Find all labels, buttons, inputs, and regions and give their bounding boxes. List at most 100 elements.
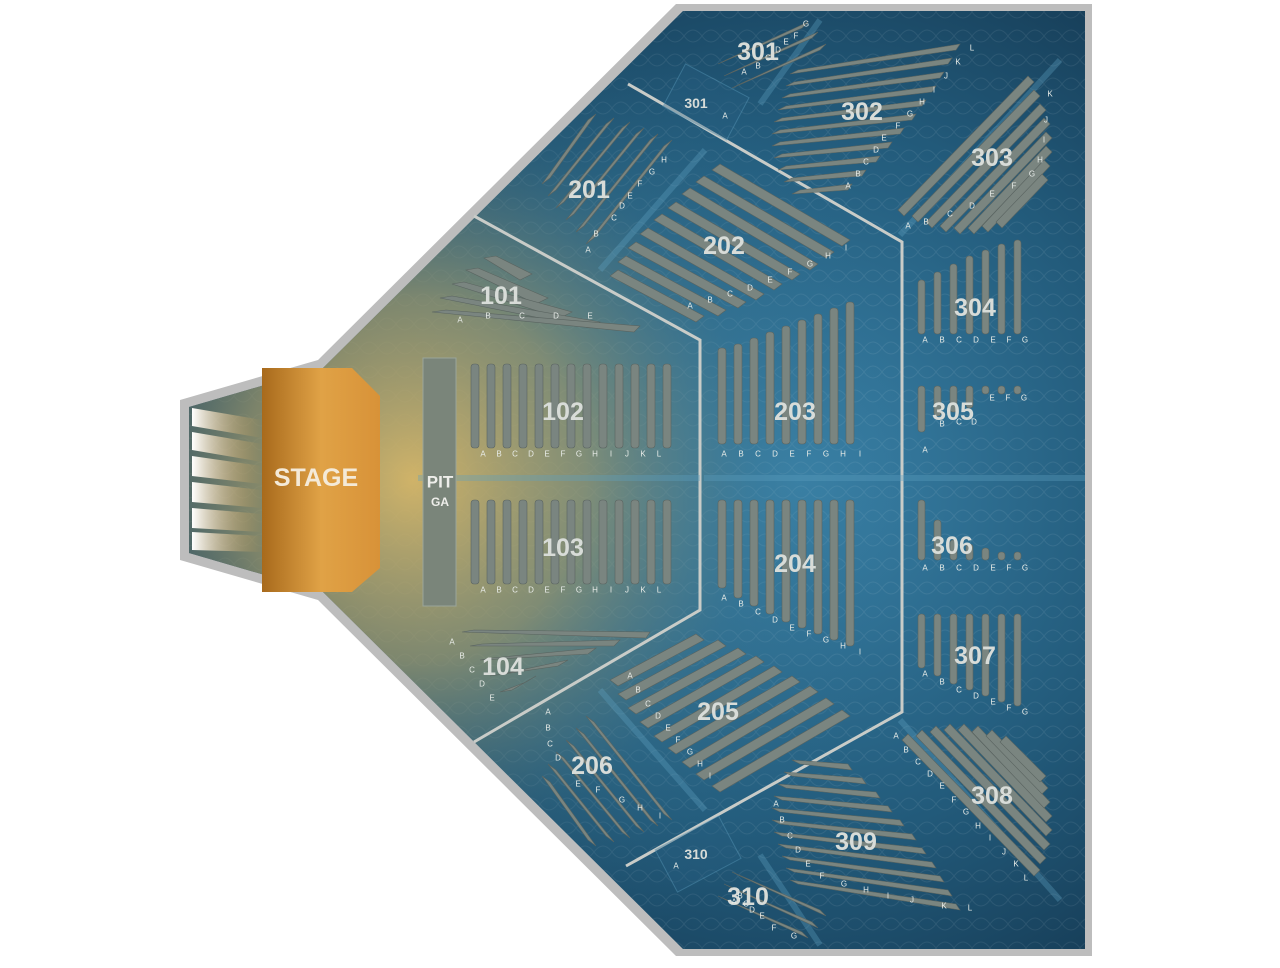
seat-rows-104 <box>461 629 651 693</box>
section-205[interactable]: 205 A B C D E F G H I <box>609 633 851 793</box>
svg-text:C: C <box>645 700 651 709</box>
section-104[interactable]: 104 A B C D E <box>449 629 651 703</box>
svg-text:E: E <box>489 694 494 703</box>
svg-text:F: F <box>638 180 643 189</box>
svg-text:L: L <box>970 44 975 53</box>
svg-text:E: E <box>805 860 810 869</box>
section-309[interactable]: 309 A B C D E F G H I J K L <box>771 759 973 913</box>
svg-text:A: A <box>480 450 486 459</box>
svg-text:E: E <box>665 724 670 733</box>
row-label: A <box>673 862 679 871</box>
section-301-box[interactable]: 301 A <box>662 63 750 141</box>
svg-text:B: B <box>939 336 944 345</box>
section-307[interactable]: 307 A B C D E F G <box>917 613 1028 717</box>
section-310-box[interactable]: 310 A <box>654 815 742 893</box>
svg-text:I: I <box>610 450 612 459</box>
svg-text:D: D <box>772 450 778 459</box>
svg-text:B: B <box>707 296 712 305</box>
svg-text:B: B <box>737 892 742 901</box>
svg-text:D: D <box>528 586 534 595</box>
svg-text:H: H <box>592 450 598 459</box>
stage-platform <box>262 368 380 592</box>
svg-text:F: F <box>676 736 681 745</box>
seat-rows-202 <box>609 163 851 323</box>
seat-rows-301 <box>717 21 827 89</box>
svg-text:C: C <box>512 450 518 459</box>
section-101[interactable]: 101 A B C D E <box>431 255 641 333</box>
svg-text:F: F <box>788 268 793 277</box>
pit-ga[interactable]: PIT GA <box>422 357 457 607</box>
row-labels-306: A B C D E F G <box>922 564 1028 573</box>
svg-text:A: A <box>922 336 928 345</box>
row-labels-203: A B C D E F G H I <box>721 450 861 459</box>
svg-text:B: B <box>485 312 490 321</box>
box-310 <box>654 815 742 893</box>
floor-glow <box>189 11 1085 949</box>
svg-text:C: C <box>947 210 953 219</box>
svg-text:E: E <box>587 312 592 321</box>
section-310[interactable]: 310 A B C D E F G <box>717 871 827 941</box>
svg-text:C: C <box>863 158 869 167</box>
svg-text:F: F <box>807 450 812 459</box>
svg-text:J: J <box>1002 848 1006 857</box>
seat-rows-308 <box>901 723 1053 877</box>
svg-text:A: A <box>741 68 747 77</box>
svg-text:E: E <box>759 912 764 921</box>
svg-text:C: C <box>547 740 553 749</box>
svg-text:I: I <box>659 812 661 821</box>
stage[interactable]: STAGE <box>262 368 380 592</box>
svg-text:J: J <box>910 896 914 905</box>
svg-text:H: H <box>919 98 925 107</box>
seat-rows-201 <box>541 113 673 245</box>
section-308[interactable]: 308 A B C D E F G H I J K L <box>893 723 1053 883</box>
section-204[interactable]: 204 A B C D E F G H I <box>717 499 861 657</box>
stage-lights <box>192 408 262 552</box>
row-labels-206: A B C D E F G H I <box>545 708 661 821</box>
svg-text:B: B <box>738 600 743 609</box>
seat-rows-103 <box>470 499 672 585</box>
section-305[interactable]: 305 A B C D E F G <box>917 385 1027 455</box>
section-304[interactable]: 304 A B C D E F G <box>917 239 1028 345</box>
section-202[interactable]: 202 A B C D E F G H I <box>609 163 851 323</box>
section-number: 310 <box>727 883 769 911</box>
section-102[interactable]: 102 A B C D E F G H I J K L <box>470 363 672 459</box>
row-labels-104: A B C D E <box>449 638 494 703</box>
svg-text:A: A <box>905 222 911 231</box>
section-206[interactable]: 206 A B C D E F G H I <box>541 708 673 847</box>
stage-label: STAGE <box>274 464 358 492</box>
section-201[interactable]: 201 A B C D E F G H <box>541 113 673 255</box>
svg-text:B: B <box>939 420 944 429</box>
section-number: 303 <box>971 144 1013 172</box>
svg-text:C: C <box>743 900 749 909</box>
svg-text:G: G <box>576 450 582 459</box>
section-301[interactable]: 301 A B C D E F G <box>717 20 827 89</box>
svg-text:D: D <box>873 146 879 155</box>
section-203[interactable]: 203 A B C D E F G H I <box>717 301 861 459</box>
section-303[interactable]: 303 A B C D E F G H I J K <box>897 75 1053 235</box>
svg-text:F: F <box>794 32 799 41</box>
svg-text:E: E <box>990 336 995 345</box>
svg-text:D: D <box>528 450 534 459</box>
svg-text:B: B <box>939 564 944 573</box>
pit-area <box>422 357 457 607</box>
seat-rows-303 <box>897 75 1053 235</box>
box-301 <box>662 63 750 141</box>
svg-text:B: B <box>903 746 908 755</box>
svg-text:J: J <box>944 72 948 81</box>
svg-text:A: A <box>922 446 928 455</box>
svg-text:H: H <box>637 804 643 813</box>
svg-text:B: B <box>459 652 464 661</box>
seat-rows-304 <box>917 239 1022 335</box>
svg-text:J: J <box>625 586 629 595</box>
svg-text:A: A <box>845 182 851 191</box>
section-302[interactable]: 302 A B C D E F G H I J K L <box>771 44 975 195</box>
section-103[interactable]: 103 A B C D E F G H I J K L <box>470 499 672 595</box>
svg-text:C: C <box>787 832 793 841</box>
svg-text:I: I <box>610 586 612 595</box>
svg-text:D: D <box>655 712 661 721</box>
section-number: 202 <box>703 232 745 260</box>
svg-text:C: C <box>956 418 962 427</box>
section-306[interactable]: 306 A B C D E F G <box>917 499 1028 573</box>
svg-text:G: G <box>803 20 809 29</box>
